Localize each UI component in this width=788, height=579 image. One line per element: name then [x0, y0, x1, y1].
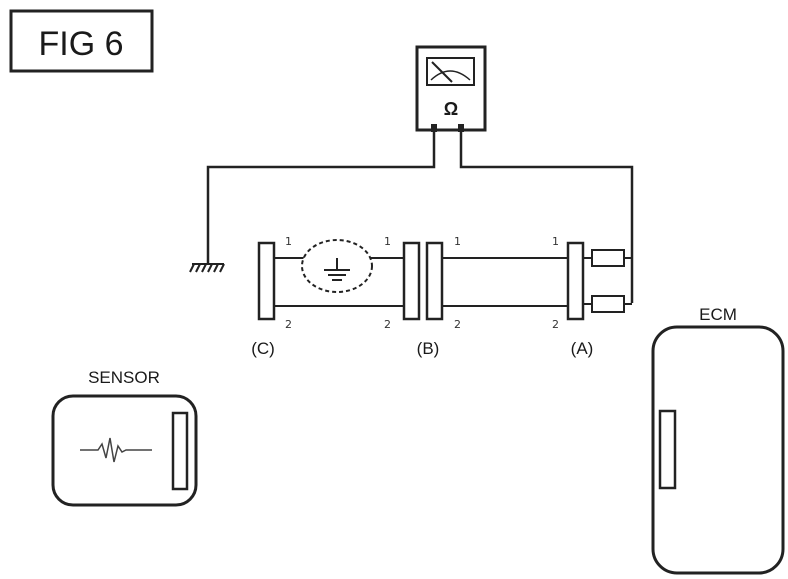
connector-b: 1 2 1 2 (B)	[384, 235, 461, 358]
ohmmeter: Ω	[415, 45, 487, 132]
connector-a-label: (A)	[571, 339, 594, 358]
connector-c-label: (C)	[251, 339, 275, 358]
ecm-connector-port	[658, 409, 677, 490]
meter-probe-left	[431, 124, 437, 132]
probe-tip-lower	[591, 295, 625, 313]
connector-b-left-pin1: 1	[384, 235, 391, 248]
meter-needle	[431, 61, 453, 83]
harness-wires	[274, 257, 568, 307]
ecm: ECM	[651, 305, 785, 575]
meter-wires	[206, 132, 634, 303]
sensor-label: SENSOR	[88, 368, 160, 387]
sensor: SENSOR	[51, 368, 198, 507]
ecm-label: ECM	[699, 305, 737, 324]
probe-tip-upper	[591, 249, 625, 267]
shield-ground-circle	[301, 239, 373, 293]
connector-b-left-pin2: 2	[384, 318, 391, 331]
figure-title-box: FIG 6	[9, 9, 154, 73]
connector-a: 1 2 (A)	[552, 235, 632, 358]
connector-b-pin2: 2	[454, 318, 461, 331]
figure-title: FIG 6	[38, 25, 123, 63]
connector-a-pin2: 2	[552, 318, 559, 331]
meter-probe-right	[458, 124, 464, 132]
connector-b-pin1: 1	[454, 235, 461, 248]
ohm-symbol: Ω	[444, 99, 458, 119]
sensor-connector-port	[171, 411, 189, 491]
connector-c-pin2: 2	[285, 318, 292, 331]
connector-b-label: (B)	[417, 339, 440, 358]
ground-symbol	[189, 263, 225, 273]
connector-c: 1 2 (C)	[251, 235, 292, 358]
connector-c-pin1: 1	[285, 235, 292, 248]
sensor-waveform-icon	[80, 437, 152, 463]
meter-scale-arc	[430, 70, 471, 81]
connector-a-pin1: 1	[552, 235, 559, 248]
